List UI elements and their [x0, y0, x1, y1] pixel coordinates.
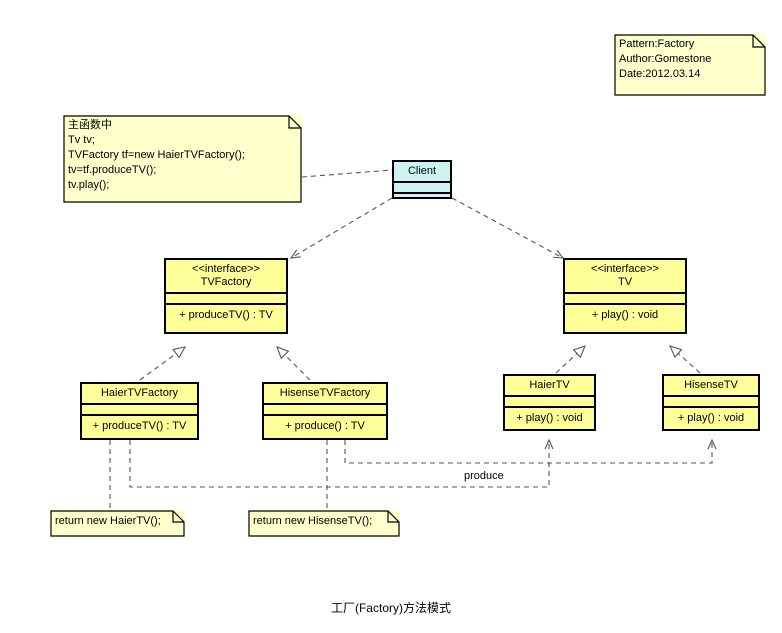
hisense-return-note: return new HisenseTV();: [248, 510, 400, 537]
class-title-hisensetvfactory: HisenseTVFactory: [279, 387, 371, 399]
class-separator: [166, 303, 286, 305]
haier-return-note-text: return new HaierTV();: [55, 515, 161, 527]
class-attributes-client: [394, 183, 450, 192]
class-separator: [264, 403, 386, 405]
class-separator: [505, 395, 594, 397]
edge-label-produce: produce: [462, 470, 506, 482]
class-separator: [394, 181, 450, 183]
class-title-hisensetv: HisenseTV: [684, 379, 738, 391]
class-separator: [664, 406, 758, 408]
class-attributes-hisensetvfactory: [264, 405, 386, 414]
class-operation-hisensetv: + play() : void: [677, 412, 745, 424]
class-operation-hisensetvfactory: + produce() : TV: [285, 420, 365, 432]
class-operations-client: [394, 194, 450, 203]
class-attributes-haiertvfactory: [82, 405, 197, 414]
edge-haiertv-realizes-tv: [555, 345, 586, 374]
class-box-hisensetv[interactable]: HisenseTV + play() : void: [662, 374, 760, 431]
main-function-note: 主函数中 Tv tv; TVFactory tf=new HaierTVFact…: [63, 115, 302, 203]
edge-hisensetv-realizes-tv: [669, 345, 701, 374]
pattern-info-note-text: Pattern:Factory Author:Gomestone Date:20…: [619, 38, 712, 80]
class-operation-tvfactory: + produceTV() : TV: [179, 309, 273, 321]
class-box-haiertvfactory[interactable]: HaierTVFactory + produceTV() : TV: [80, 382, 199, 440]
edge-mainnote-client: [301, 169, 393, 178]
class-title-tv: <<interface>> TV: [565, 260, 685, 292]
class-box-hisensetvfactory[interactable]: HisenseTVFactory + produce() : TV: [262, 382, 388, 440]
class-separator: [394, 192, 450, 194]
class-separator: [505, 406, 594, 408]
class-separator: [565, 292, 685, 294]
pattern-info-note: Pattern:Factory Author:Gomestone Date:20…: [614, 34, 766, 96]
class-attributes-haiertv: [505, 397, 594, 406]
class-separator: [82, 403, 197, 405]
class-title-tvfactory: <<interface>> TVFactory: [166, 260, 286, 292]
class-operation-haiertvfactory: + produceTV() : TV: [92, 420, 187, 432]
note-shape: [63, 115, 302, 203]
class-separator: [264, 414, 386, 416]
note-shape: [50, 510, 185, 537]
class-title-client: Client: [407, 165, 437, 177]
diagram-caption: 工厂(Factory)方法模式: [330, 601, 451, 615]
stereotype-label: <<interface>>: [591, 263, 659, 275]
class-title-haiertv: HaierTV: [529, 379, 570, 391]
note-shape: [614, 34, 766, 96]
stereotype-label: <<interface>>: [192, 263, 260, 275]
class-attributes-tvfactory: [166, 294, 286, 303]
class-operation-tv: + play() : void: [591, 309, 659, 321]
class-box-client[interactable]: Client: [392, 160, 452, 199]
edge-client-tvfactory: [289, 197, 393, 259]
main-function-note-text: 主函数中 Tv tv; TVFactory tf=new HaierTVFact…: [68, 119, 245, 191]
edge-hisensetvfactory-realizes-tvfactory: [276, 346, 311, 381]
class-box-tv[interactable]: <<interface>> TV + play() : void: [563, 258, 687, 334]
class-title-haiertvfactory: HaierTVFactory: [100, 387, 179, 399]
edge-hisensetvfactory-produces-hisensetv: [344, 438, 717, 464]
haier-return-note: return new HaierTV();: [50, 510, 185, 537]
class-box-haiertv[interactable]: HaierTV + play() : void: [503, 374, 596, 431]
class-separator: [565, 303, 685, 305]
class-name-label: TV: [617, 276, 633, 288]
class-name-label: TVFactory: [200, 276, 252, 288]
class-attributes-hisensetv: [664, 397, 758, 406]
class-separator: [664, 395, 758, 397]
class-separator: [82, 414, 197, 416]
class-separator: [166, 292, 286, 294]
edge-client-tv: [451, 197, 565, 259]
class-operation-haiertv: + play() : void: [516, 412, 583, 424]
edge-haiertvfactory-realizes-tvfactory: [139, 346, 187, 381]
class-box-tvfactory[interactable]: <<interface>> TVFactory + produceTV() : …: [164, 258, 288, 334]
class-attributes-tv: [565, 294, 685, 303]
note-shape: [248, 510, 400, 537]
hisense-return-note-text: return new HisenseTV();: [253, 515, 373, 527]
